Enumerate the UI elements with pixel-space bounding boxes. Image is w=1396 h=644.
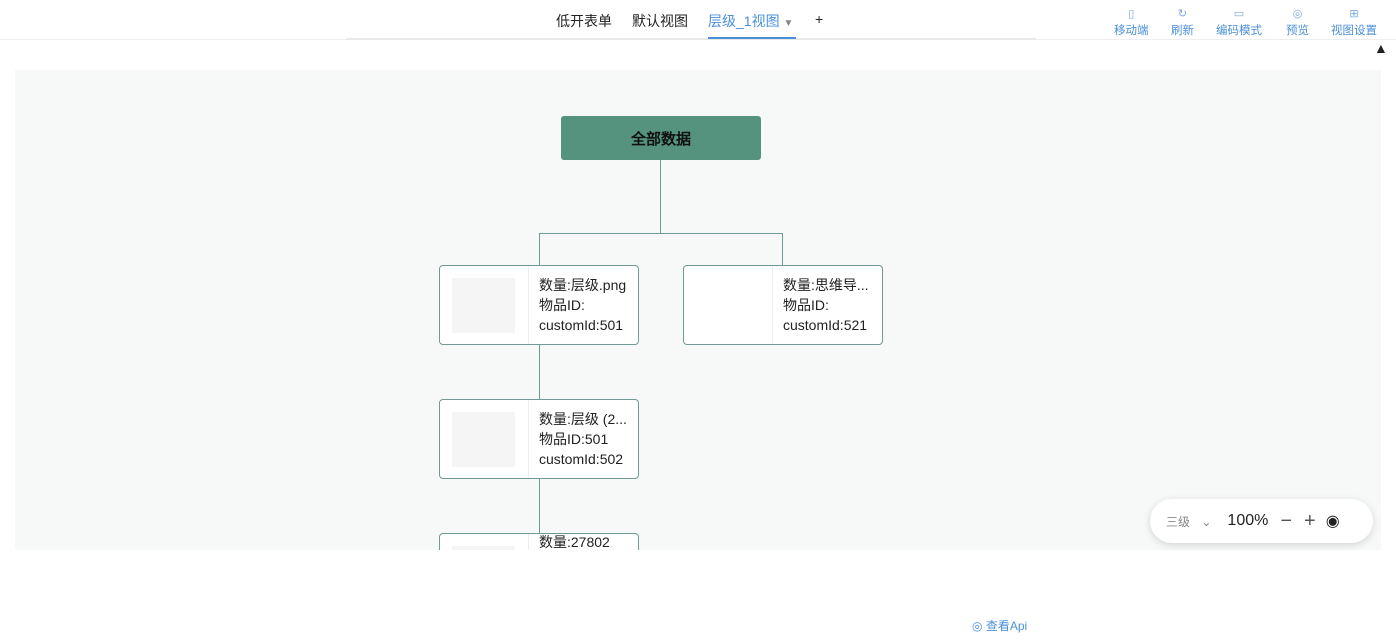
thumbnail [440, 534, 529, 550]
node-line: 物品ID:501 [539, 431, 609, 447]
tree-node[interactable]: 数量:层级 (2... 物品ID:501 customId:502 [439, 399, 639, 479]
node-line: 物品ID: [539, 297, 585, 313]
api-label: 查看Api [985, 619, 1028, 633]
thumbnail [684, 266, 773, 344]
connector [539, 233, 783, 234]
zoom-percent: 100% [1227, 512, 1269, 529]
code-icon: ▭ [1233, 8, 1245, 20]
node-line: 数量:思维导... [783, 277, 869, 293]
tool-label: 视图设置 [1331, 25, 1377, 37]
node-line: 数量:27802 [539, 534, 610, 550]
grid-icon: ⊞ [1349, 8, 1359, 20]
thumbnail [440, 400, 529, 478]
tree-node[interactable]: 数量:27802 [439, 533, 639, 550]
tab-hierarchy-view[interactable]: 层级_1视图 ▼ [708, 11, 793, 31]
node-line: customId:521 [783, 317, 868, 333]
view-tabs: 低开表单 默认视图 层级_1视图 ▼ + [346, 0, 1036, 40]
level-select[interactable]: 三级 ⌄ [1166, 513, 1211, 530]
chevron-down-icon: ⌄ [1201, 514, 1212, 529]
mouse-cursor-icon: ▲ [1374, 40, 1388, 56]
node-line: customId:501 [539, 317, 624, 333]
node-line: 物品ID: [783, 297, 829, 313]
tool-label: 移动端 [1114, 25, 1149, 37]
connector [539, 233, 540, 265]
level-label: 三级 [1166, 514, 1191, 529]
tool-label: 刷新 [1171, 25, 1194, 37]
node-line: customId:502 [539, 451, 624, 467]
tab-label: 层级_1视图 [708, 13, 780, 29]
add-tab-button[interactable]: + [815, 11, 824, 27]
tab-lowcode-form[interactable]: 低开表单 [556, 13, 612, 29]
root-node[interactable]: 全部数据 [561, 116, 761, 160]
view-api-link[interactable]: ◎ 查看Api [972, 617, 1027, 634]
zoom-out-button[interactable]: − [1280, 509, 1293, 532]
tool-label: 编码模式 [1216, 25, 1262, 37]
zoom-controls: 三级 ⌄ 100% − + ◉ [1150, 499, 1373, 543]
view-settings-button[interactable]: ⊞ 视图设置 [1331, 6, 1377, 38]
refresh-button[interactable]: ↻ 刷新 [1171, 6, 1194, 38]
zoom-in-button[interactable]: + [1304, 509, 1316, 532]
mobile-icon: ▯ [1128, 8, 1135, 20]
tree-node[interactable]: 数量:思维导... 物品ID: customId:521 [683, 265, 883, 345]
tree-canvas[interactable]: 全部数据 数量:层级.png 物品ID: customId:501 数量:思维导..… [15, 70, 1381, 550]
tab-default-view[interactable]: 默认视图 [632, 13, 688, 29]
eye-icon[interactable]: ◉ [1325, 513, 1340, 530]
top-bar: 低开表单 默认视图 层级_1视图 ▼ + ▯移动端 ↻刷新 ▭编码模式 ◎预览 … [0, 0, 1396, 40]
caret-down-icon[interactable]: ▼ [783, 18, 794, 29]
refresh-icon: ↻ [1177, 8, 1188, 20]
active-tab-indicator [708, 37, 796, 39]
tool-label: 预览 [1286, 25, 1309, 37]
code-mode-button[interactable]: ▭ 编码模式 [1216, 6, 1262, 38]
thumbnail [440, 266, 529, 344]
connector [782, 233, 783, 265]
tree-node[interactable]: 数量:层级.png 物品ID: customId:501 [439, 265, 639, 345]
mobile-button[interactable]: ▯ 移动端 [1114, 6, 1149, 38]
preview-icon: ◎ [1292, 8, 1303, 20]
eye-icon: ◎ [972, 619, 983, 633]
connector [539, 478, 540, 533]
preview-button[interactable]: ◎ 预览 [1286, 6, 1309, 38]
connector [539, 344, 540, 399]
node-line: 数量:层级 (2... [539, 411, 627, 427]
connector [660, 160, 661, 234]
node-line: 数量:层级.png [539, 277, 627, 293]
